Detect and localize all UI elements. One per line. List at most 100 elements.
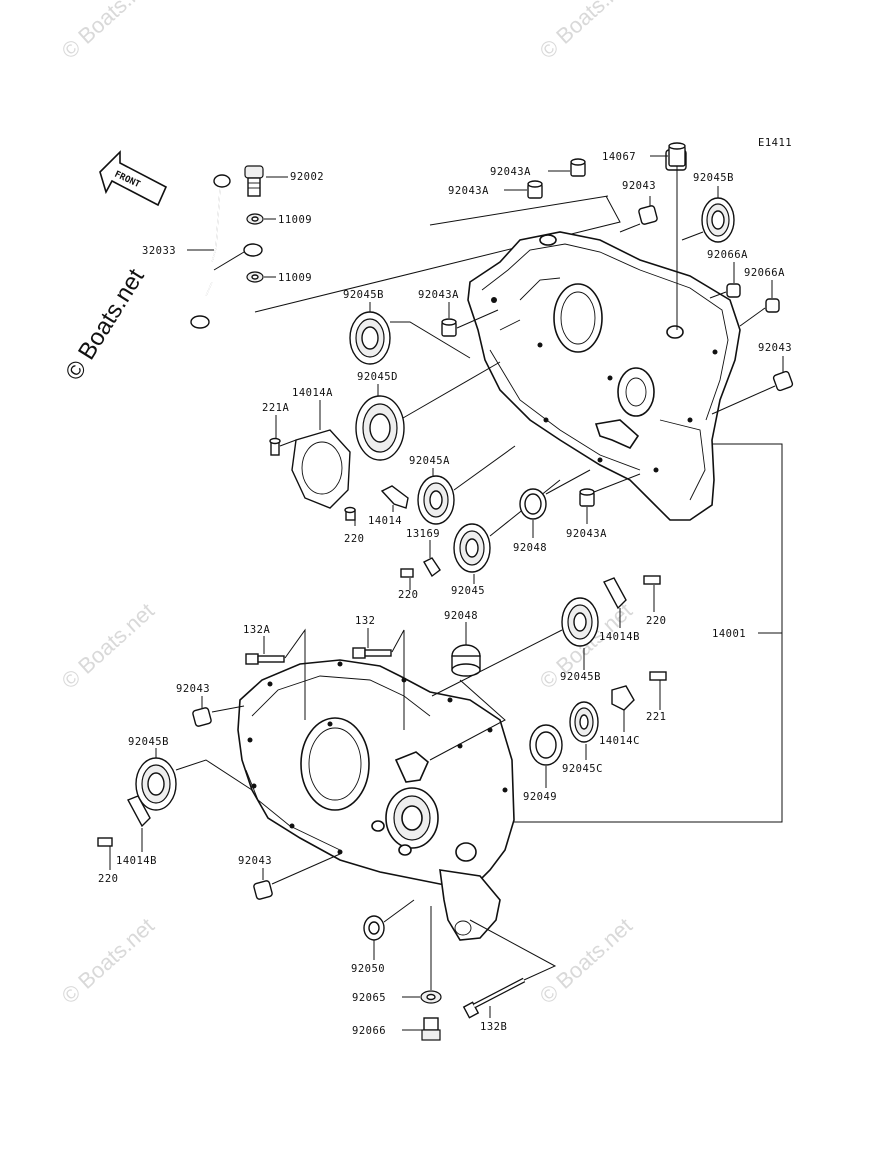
label-132: 132 <box>355 615 375 627</box>
label-220-2: 220 <box>398 589 418 601</box>
label-92050: 92050 <box>351 963 385 975</box>
label-92045D: 92045D <box>357 371 398 383</box>
crankcase-left-half <box>237 659 515 941</box>
seal-92050 <box>363 915 385 941</box>
bearing-92045B-lower-right <box>561 597 599 647</box>
plate-14014B-lower <box>127 795 151 828</box>
label-92048-1: 92048 <box>513 542 547 554</box>
dowel-14067 <box>668 142 686 330</box>
label-92049: 92049 <box>523 791 557 803</box>
label-92045B-4: 92045B <box>128 736 169 748</box>
watermark: © Boats.net <box>57 598 159 694</box>
label-221A: 221A <box>262 402 289 414</box>
label-14014C: 14014C <box>599 735 640 747</box>
bolt-132B <box>462 977 526 1019</box>
label-221: 221 <box>646 711 666 723</box>
label-92045B-2: 92045B <box>343 289 384 301</box>
bearing-92045B-lower-left <box>135 757 177 811</box>
watermark-main: © Boats.net <box>60 264 150 385</box>
bearing-92045D <box>355 395 405 461</box>
bolt-132 <box>352 647 392 659</box>
label-132A: 132A <box>243 624 270 636</box>
washer-11009-a <box>246 213 264 225</box>
oil-pipe-32033 <box>190 174 263 329</box>
front-arrow-icon: FRONT <box>99 150 168 207</box>
label-220-3: 220 <box>646 615 666 627</box>
plate-14014C <box>611 685 635 711</box>
label-92048-2: 92048 <box>444 610 478 622</box>
label-92045A: 92045A <box>409 455 450 467</box>
bearing-92045C <box>569 701 599 743</box>
label-92045: 92045 <box>451 585 485 597</box>
sleeve-92048-lower <box>451 644 481 677</box>
bearing-92045A <box>417 475 455 525</box>
dowel-92043-right <box>772 370 794 392</box>
watermark: © Boats.net <box>535 913 637 1009</box>
plate-14014B-upper <box>603 577 627 610</box>
label-92043-4: 92043 <box>238 855 272 867</box>
seal-92049 <box>529 724 563 766</box>
label-14014A: 14014A <box>292 387 333 399</box>
label-14014B-1: 14014B <box>599 631 640 643</box>
bearing-92045B-upper-left <box>349 311 391 365</box>
plug-92066 <box>421 1017 441 1041</box>
washer-92065 <box>420 990 442 1004</box>
label-92045C: 92045C <box>562 763 603 775</box>
bolt-92002 <box>244 165 264 197</box>
screw-221A <box>269 437 281 456</box>
bearing-92045B-upper-right <box>701 197 735 243</box>
plate-14014 <box>380 485 409 509</box>
label-92066: 92066 <box>352 1025 386 1037</box>
cover-plate-14014A <box>291 429 351 509</box>
dowel-92043-upper <box>638 205 658 225</box>
label-92043A-4: 92043A <box>566 528 607 540</box>
label-92043A-1: 92043A <box>490 166 531 178</box>
label-220-1: 220 <box>344 533 364 545</box>
label-92043-3: 92043 <box>176 683 210 695</box>
label-92002: 92002 <box>290 171 324 183</box>
label-32033: 32033 <box>142 245 176 257</box>
label-92043A-3: 92043A <box>418 289 459 301</box>
screw-220-1 <box>344 506 356 521</box>
label-132B: 132B <box>480 1021 507 1033</box>
plug-92066A-2 <box>765 298 780 313</box>
label-92065: 92065 <box>352 992 386 1004</box>
label-13169: 13169 <box>406 528 440 540</box>
dowel-92043-lower-left <box>192 707 212 727</box>
label-14014: 14014 <box>368 515 402 527</box>
label-14067: 14067 <box>602 151 636 163</box>
label-92043A-2: 92043A <box>448 185 489 197</box>
sleeve-92048-upper <box>519 488 547 520</box>
bolt-132A <box>245 653 285 665</box>
label-11009-b: 11009 <box>278 272 312 284</box>
label-92043-2: 92043 <box>758 342 792 354</box>
label-11009-a: 11009 <box>278 214 312 226</box>
screw-220-3 <box>643 575 661 585</box>
label-92045B-1: 92045B <box>693 172 734 184</box>
screw-220-4 <box>97 837 113 847</box>
plug-92066A-1 <box>726 283 741 298</box>
dowel-92043A-top1 <box>570 158 586 177</box>
dowel-92043A-right <box>579 488 595 507</box>
label-92045B-3: 92045B <box>560 671 601 683</box>
label-14014B-2: 14014B <box>116 855 157 867</box>
dowel-92043-lower <box>253 880 273 900</box>
label-92066A-1: 92066A <box>707 249 748 261</box>
watermark: © Boats.net <box>57 913 159 1009</box>
dowel-92043A-mid <box>441 318 457 337</box>
washer-11009-b <box>246 271 264 283</box>
dowel-92043A-top2 <box>527 180 543 199</box>
plate-13169 <box>423 557 441 578</box>
bearing-92045 <box>453 523 491 573</box>
watermark: © Boats.net <box>535 0 637 64</box>
screw-220-2 <box>400 568 414 578</box>
label-92043-1: 92043 <box>622 180 656 192</box>
watermark: © Boats.net <box>57 0 159 64</box>
label-220-4: 220 <box>98 873 118 885</box>
crankcase-right-half <box>467 149 741 521</box>
diagram-code: E1411 <box>758 137 792 149</box>
label-14001: 14001 <box>712 628 746 640</box>
screw-221 <box>649 671 667 681</box>
label-92066A-2: 92066A <box>744 267 785 279</box>
